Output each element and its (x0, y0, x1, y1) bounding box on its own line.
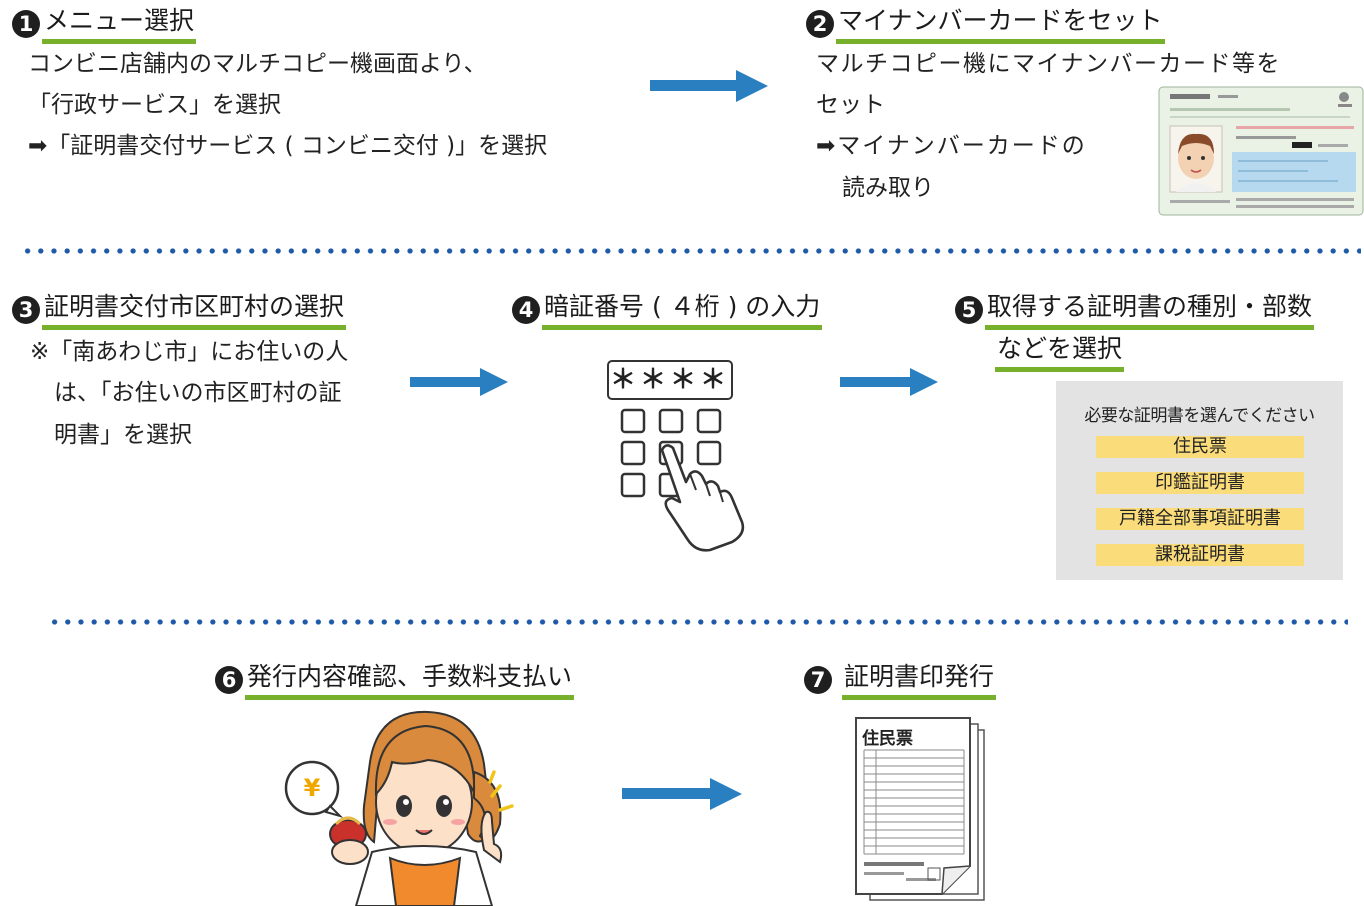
step-1-number: 1 (12, 10, 40, 38)
step-1-line-3: ➡「証明書交付サービス ( コンビニ交付 )」を選択 (28, 133, 548, 159)
step-5-title-line-1: 取得する証明書の種別・部数 (985, 291, 1315, 330)
right-arrow-icon (622, 778, 742, 810)
option-juminhyo[interactable]: 住民票 (1096, 436, 1304, 458)
my-number-card-image (1158, 86, 1364, 216)
step-3-title: 証明書交付市区町村の選択 (42, 291, 347, 330)
step-2-title: マイナンバーカードをセット (836, 5, 1165, 44)
option-koseki-zenbu[interactable]: 戸籍全部事項証明書 (1096, 508, 1304, 530)
step-2-line-3: ➡マイナンバーカードの (816, 133, 1087, 159)
right-arrow-icon (410, 368, 508, 396)
step-3-number: 3 (12, 296, 40, 324)
document-title: 住民票 (862, 729, 913, 749)
step-6-title: 発行内容確認、手数料支払い (245, 661, 575, 700)
step-1-line-1: コンビニ店舗内のマルチコピー機画面より、 (28, 51, 487, 77)
step-3-line-2: は、「お住いの市区町村の証 (54, 380, 342, 406)
option-kazei-shomeisho[interactable]: 課税証明書 (1096, 544, 1304, 566)
keypad-icon (620, 408, 745, 552)
step-3-line-1: ※「南あわじ市」にお住いの人 (30, 339, 349, 365)
step-2-header: 2 マイナンバーカードをセット (806, 4, 1165, 44)
step-6-number: 6 (215, 666, 243, 694)
step-2-line-4: 読み取り (842, 175, 934, 201)
pin-display: ＊＊＊＊ (607, 360, 733, 400)
step-7-header: 7 証明書印発行 (804, 660, 997, 700)
dotted-separator (21, 248, 1361, 254)
woman-paying-illustration (284, 710, 514, 906)
option-inkan-shomeisho[interactable]: 印鑑証明書 (1096, 472, 1304, 494)
step-6-header: 6 発行内容確認、手数料支払い (215, 660, 575, 700)
step-2-line-2: セット (816, 92, 885, 118)
document-stack-icon (855, 717, 985, 901)
right-arrow-icon (650, 70, 768, 102)
step-7-number: 7 (804, 666, 832, 694)
step-5-header: 5 取得する証明書の種別・部数 (955, 290, 1315, 330)
step-4-title: 暗証番号 ( ４桁 ) の入力 (542, 291, 823, 330)
step-7-title: 証明書印発行 (842, 661, 997, 700)
yen-icon: ¥ (303, 774, 321, 802)
step-5-number: 5 (955, 296, 983, 324)
step-3-line-3: 明書」を選択 (54, 422, 192, 448)
step-1-title: メニュー選択 (42, 5, 197, 44)
step-1-header: 1 メニュー選択 (12, 4, 197, 44)
dotted-separator (48, 619, 1348, 625)
pointing-hand-icon (660, 444, 745, 552)
step-2-line-1: マルチコピー機にマイナンバーカード等を (816, 51, 1282, 77)
step-1-line-2: 「行政サービス」を選択 (28, 92, 281, 118)
right-arrow-icon (840, 368, 938, 396)
panel-heading: 必要な証明書を選んでください (1084, 406, 1315, 426)
step-2-number: 2 (806, 10, 834, 38)
step-5-title-line-2: などを選択 (995, 333, 1125, 372)
step-3-header: 3 証明書交付市区町村の選択 (12, 290, 347, 330)
step-4-header: 4 暗証番号 ( ４桁 ) の入力 (512, 290, 823, 330)
step-4-number: 4 (512, 296, 540, 324)
certificate-selection-panel: 必要な証明書を選んでください 住民票 印鑑証明書 戸籍全部事項証明書 課税証明書 (1056, 381, 1343, 580)
